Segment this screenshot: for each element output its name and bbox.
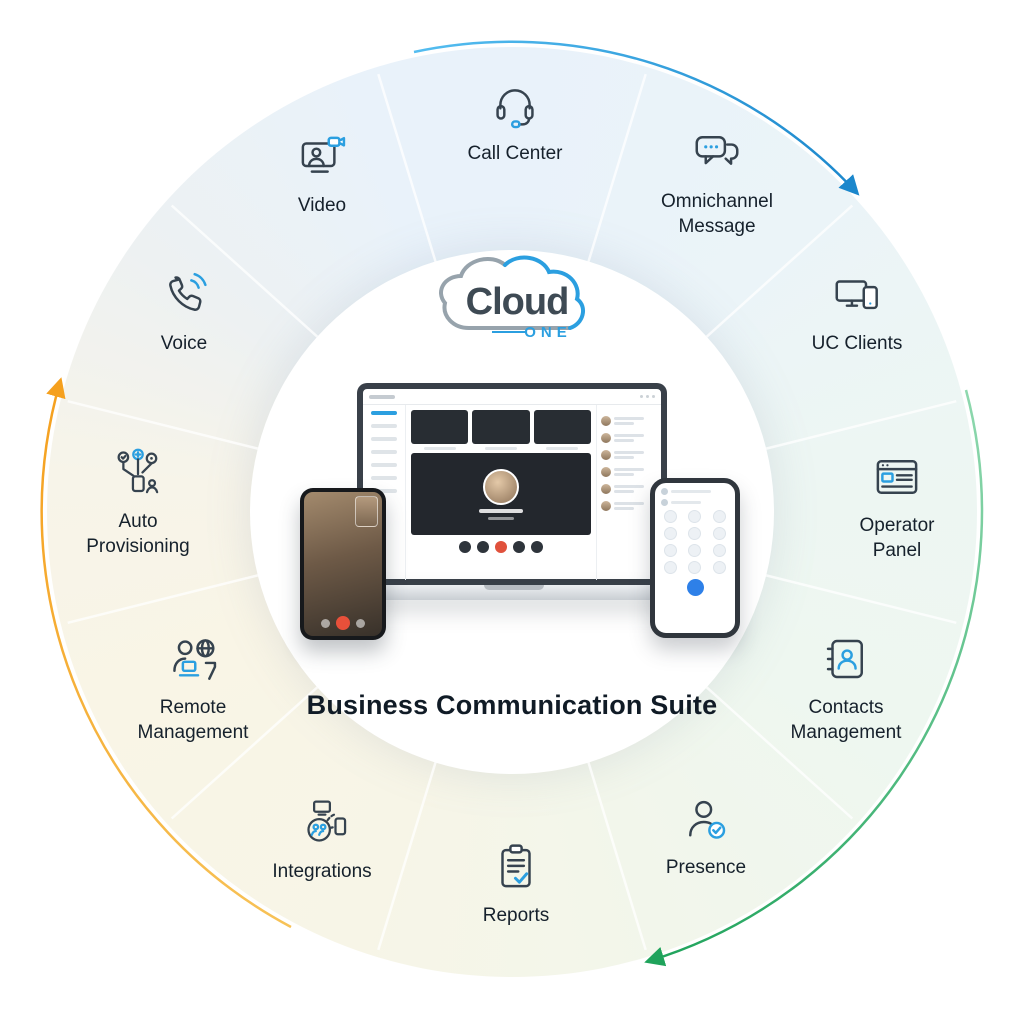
laptop-base: [327, 585, 701, 600]
feature-label: UC Clients: [811, 333, 903, 354]
call-button: [686, 579, 704, 596]
hangup-button: [336, 616, 350, 630]
call-controls: [409, 541, 593, 553]
feature-operator-panel: Operator Panel: [842, 450, 952, 563]
keypad-key: [713, 510, 727, 523]
video-tile: [472, 410, 530, 450]
feature-voice: Voice: [104, 268, 264, 357]
keypad-key: [663, 561, 677, 574]
self-view-inset: [355, 496, 378, 527]
keypad-key: [663, 544, 677, 557]
titlebar-dot: [652, 395, 655, 398]
laptop-app-titlebar: [363, 389, 661, 405]
control-button: [321, 618, 330, 628]
user-check-icon: [679, 792, 733, 846]
contact-row: [601, 501, 657, 511]
keypad-key: [713, 561, 727, 574]
feature-label: Call Center: [467, 143, 563, 164]
devices-icon: [830, 268, 884, 322]
feature-omnichannel-message: Omnichannel Message: [637, 126, 797, 239]
feature-label: Presence: [665, 857, 747, 878]
contact-row: [601, 484, 657, 494]
contact-name-bar: [671, 490, 711, 493]
feature-reports: Reports: [436, 840, 596, 929]
headset-icon: [488, 78, 542, 132]
keypad-key: [688, 544, 702, 557]
feature-video: Video: [242, 130, 402, 219]
contact-row: [601, 416, 657, 426]
phone-call-controls: [304, 616, 382, 630]
control-button: [513, 541, 525, 553]
titlebar-dot: [640, 395, 643, 398]
laptop-mockup: [357, 383, 667, 585]
feature-remote-management: Remote Management: [113, 632, 273, 745]
feature-integrations: Integrations: [242, 796, 402, 885]
keypad-key: [713, 527, 727, 540]
contact-row: [601, 467, 657, 477]
feature-call-center: Call Center: [435, 78, 595, 167]
hub-devices-icon: [295, 796, 349, 850]
laptop-video-area: [406, 405, 596, 580]
video-tile: [533, 410, 591, 450]
app-logo-bar: [369, 394, 395, 399]
contact-avatar: [661, 499, 668, 506]
browser-panel-icon: [870, 450, 924, 504]
laptop-sidebar: [363, 405, 406, 580]
control-button: [459, 541, 471, 553]
dialer-keypad: [661, 510, 729, 574]
video-tile-row: [409, 410, 593, 450]
feature-contacts-management: Contacts Management: [766, 632, 926, 745]
keypad-key: [688, 510, 702, 523]
dialer-contact-row: [661, 499, 729, 506]
clipboard-check-icon: [489, 840, 543, 894]
speaker-status-bar: [488, 516, 514, 520]
chat-bubbles-icon: [690, 126, 744, 180]
control-button: [531, 541, 543, 553]
dialer-contact-row: [661, 488, 729, 495]
feature-auto-provisioning: Auto Provisioning: [78, 446, 198, 559]
network-icon: [111, 446, 165, 500]
control-button: [477, 541, 489, 553]
laptop-contact-list: [596, 405, 661, 580]
feature-label: Voice: [160, 333, 208, 354]
contact-book-icon: [819, 632, 873, 686]
keypad-key: [713, 544, 727, 557]
video-tile: [411, 410, 469, 450]
speaker-avatar: [483, 468, 519, 505]
contact-name-bar: [671, 501, 701, 504]
cloud-one-logo: Cloud ONE: [439, 255, 586, 341]
speaker-name-bar: [479, 508, 523, 513]
phone-video-screen: [304, 492, 382, 636]
keypad-key: [663, 510, 677, 523]
feature-presence: Presence: [626, 792, 786, 881]
feature-label: Operator Panel: [859, 515, 935, 561]
suite-title: Business Communication Suite: [306, 690, 718, 720]
remote-user-icon: [166, 632, 220, 686]
main-video-panel: [411, 453, 591, 535]
keypad-key: [688, 527, 702, 540]
feature-uc-clients: UC Clients: [777, 268, 937, 357]
feature-label: Video: [297, 195, 347, 216]
video-monitor-icon: [295, 130, 349, 184]
feature-label: Auto Provisioning: [86, 511, 190, 557]
feature-label: Integrations: [272, 861, 372, 882]
titlebar-dot: [646, 395, 649, 398]
feature-label: Omnichannel Message: [661, 191, 773, 237]
phone-waves-icon: [157, 268, 211, 322]
feature-label: Reports: [482, 905, 550, 926]
phone-dialer-mockup: [650, 478, 740, 638]
contact-avatar: [661, 488, 668, 495]
keypad-key: [688, 561, 702, 574]
contact-row: [601, 433, 657, 443]
phone-video-call-mockup: [300, 488, 386, 640]
logo-sub: ONE: [524, 324, 572, 341]
contact-row: [601, 450, 657, 460]
control-button: [356, 618, 365, 628]
keypad-key: [663, 527, 677, 540]
logo-name: Cloud: [466, 281, 569, 323]
hangup-button: [495, 541, 507, 553]
